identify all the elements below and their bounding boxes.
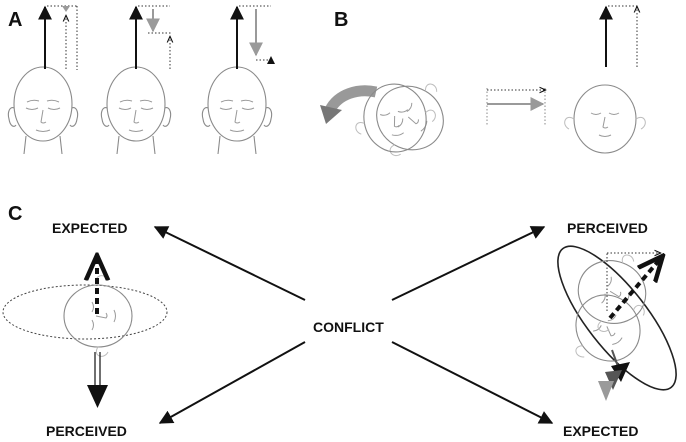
label-expected-left: EXPECTED [52, 220, 127, 236]
perceived-arrowhead-icon [87, 385, 108, 408]
label-expected-right: EXPECTED [563, 423, 638, 439]
head-tilted-icon [554, 276, 662, 380]
conflict-arrow-up-right [391, 226, 546, 301]
panel-label-c: C [8, 203, 22, 225]
panel-label-b: B [334, 9, 348, 31]
conflict-arrow-down-right [391, 341, 554, 424]
expected-arrowhead-dark-icon [605, 370, 622, 390]
conflict-arrow-up-left [153, 226, 306, 301]
head-front-icon [100, 66, 172, 155]
label-perceived-left: PERCEIVED [46, 423, 127, 439]
black-triangle-icon [267, 56, 275, 64]
perceived-arrow-dashed [608, 258, 661, 320]
tilted-rotation-orbit [557, 245, 677, 391]
head-front-icon [7, 66, 79, 155]
head-top-view-icon [359, 65, 461, 171]
label-perceived-right: PERCEIVED [567, 220, 648, 236]
head-top-view-icon [564, 84, 646, 154]
rotation-orbit [2, 284, 168, 340]
head-tilted-icon [565, 241, 659, 343]
curved-rotation-arrow [325, 85, 378, 113]
gray-triangle-icon [62, 6, 70, 12]
head-front-icon [201, 66, 273, 155]
rotation-arrowhead-icon [320, 105, 342, 124]
panel-label-a: A [8, 9, 22, 31]
expected-arrowhead-gray-icon [598, 381, 614, 401]
label-conflict: CONFLICT [313, 319, 384, 335]
conflict-arrow-down-left [158, 341, 306, 424]
